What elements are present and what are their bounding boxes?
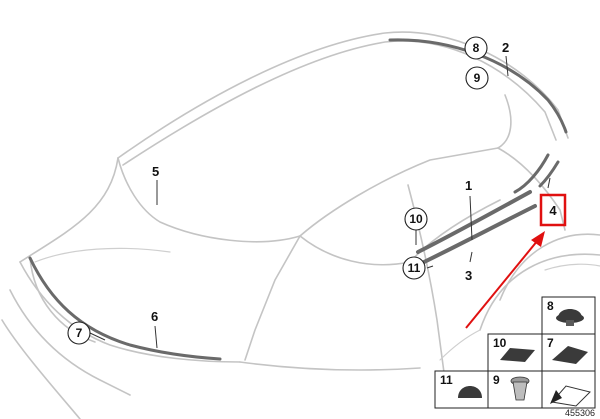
- legend-cell-10: [487, 333, 543, 372]
- windscreen-trim-part-6: [28, 256, 222, 361]
- trim-strips: [28, 38, 568, 361]
- cap-11-icon: [458, 386, 482, 398]
- roof-moulding-part-2: [388, 38, 568, 134]
- svg-text:7: 7: [547, 336, 554, 350]
- callout-9: 9: [465, 66, 489, 90]
- callout-11: 11: [402, 256, 426, 280]
- door-frame-trim-part-3: [418, 204, 537, 266]
- svg-text:9: 9: [474, 71, 481, 85]
- label-part-2: 2: [502, 40, 509, 55]
- svg-text:9: 9: [493, 373, 500, 387]
- label-part-1: 1: [465, 178, 472, 193]
- callout-7: 7: [67, 321, 91, 345]
- clip-8-icon: [556, 309, 584, 326]
- svg-text:10: 10: [493, 336, 507, 350]
- callout-10: 10: [404, 207, 428, 231]
- callout-8: 8: [464, 36, 488, 60]
- door-frame-trim-part-1: [416, 190, 532, 254]
- svg-text:11: 11: [408, 261, 421, 275]
- svg-text:11: 11: [440, 373, 453, 387]
- svg-text:10: 10: [409, 212, 423, 226]
- pad-7-icon: [552, 346, 588, 364]
- label-part-4: 4: [549, 203, 557, 218]
- svg-text:7: 7: [76, 326, 83, 340]
- fastener-legend: 8 10 7 11 9: [434, 296, 596, 409]
- svg-text:8: 8: [473, 41, 480, 55]
- pad-10-icon: [500, 348, 535, 362]
- part-labels: 2 1 3 5 6: [151, 40, 509, 324]
- highlight-part-4: 4: [539, 193, 567, 227]
- car-body-outline: [1, 31, 600, 419]
- label-part-5: 5: [152, 164, 159, 179]
- figure-reference-number: 455306: [565, 408, 595, 418]
- svg-text:8: 8: [547, 299, 554, 313]
- direction-arrow-icon: [550, 385, 591, 407]
- pointer-arrow: [465, 231, 545, 329]
- label-part-6: 6: [151, 309, 158, 324]
- grommet-9-icon: [510, 376, 530, 401]
- highlight-box: [539, 193, 567, 227]
- roof-moulding-rear: [513, 153, 550, 194]
- label-part-3: 3: [465, 268, 472, 283]
- leader-lines: [89, 55, 551, 349]
